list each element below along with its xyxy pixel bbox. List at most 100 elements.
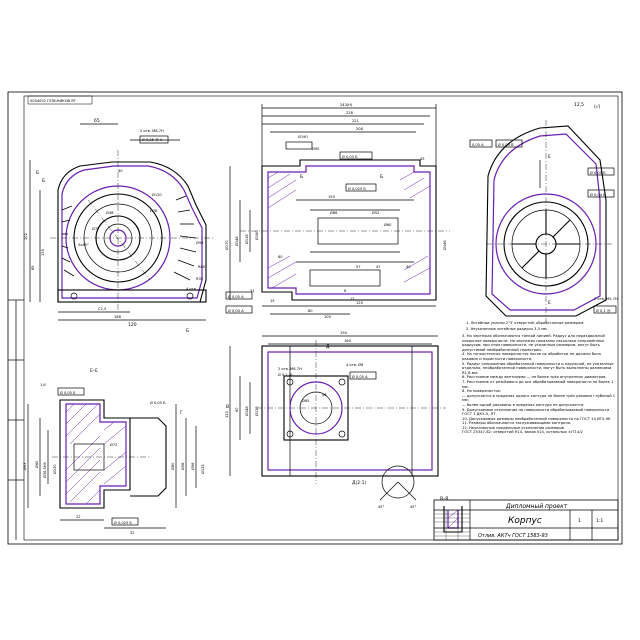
note-1: 1. Литейные уклоны 2°3′ отверстий, обраб… xyxy=(466,321,584,325)
side-dim-150: 150 xyxy=(328,195,336,199)
front-dim-d48: Ø48 xyxy=(106,210,114,215)
side-dim-d148: Ø148 xyxy=(234,236,239,246)
front-holes-note: 4 отв. xyxy=(186,287,197,291)
title-project-type: Дипломный проект xyxy=(505,503,568,510)
bottom-dim-d130: Ø130 xyxy=(254,406,259,416)
ee-dim-d36: Ø36,5Н9 xyxy=(42,461,47,478)
front-label-b: Б xyxy=(36,170,39,176)
bottom-tol-1: Ø 0,05 А xyxy=(352,374,368,379)
front-dim-85: 85 xyxy=(31,265,35,270)
front-dim-65: 65 xyxy=(94,118,100,124)
front-thread-note: 2 отв. М8-7Н xyxy=(140,129,164,133)
side-dim-80: 80 xyxy=(308,309,313,313)
section-ee-title: Е–Е xyxy=(90,368,98,374)
note-5: 5. Радиус сопряжения обработанной поверх… xyxy=(462,361,614,375)
side-dim-40: 40 xyxy=(406,265,411,269)
bottom-angle-1: 45° xyxy=(378,505,385,509)
note-10: 10. Допускаемые размеры необработанной п… xyxy=(462,416,612,421)
right-tol-1: Ø 0,03 В xyxy=(498,142,514,147)
note-3: 3. На чертежах обозначаются тонкой линие… xyxy=(462,334,605,352)
ee-dim-d125: Ø125 xyxy=(200,464,205,474)
side-dim-d170: Ø170 xyxy=(224,240,229,250)
side-dim-100: 100 xyxy=(324,315,332,319)
front-dim-135: 135 xyxy=(41,249,45,256)
view-label-d: Д xyxy=(326,344,330,350)
bottom-dim-d65: Ø65 xyxy=(302,398,309,403)
bottom-angle-2: 45° xyxy=(410,505,417,509)
note-8: 8. На поверхностях: xyxy=(462,389,502,394)
side-tol-4: Ø 0,04 А xyxy=(228,308,244,313)
side-section-view: 243(H) 228 221 208 Ø190 Ø90 Ø170 Ø148 Ø1… xyxy=(224,103,493,319)
front-dim-c2-5: С2,5 xyxy=(98,307,106,311)
side-dim-d90: Ø90 xyxy=(312,146,320,151)
note-7: 7. Расстояние от резьбового до оси обраб… xyxy=(462,379,614,389)
front-view: 65 2 отв. М8-7Н Ø 0,25 Ⓜ А Б 85 102 Ø48 … xyxy=(24,118,214,328)
side-dim-47: 47 xyxy=(376,265,381,269)
right-thread-note: 2 отв. М5-7Н xyxy=(594,297,618,301)
front-dim-d120: Ø120 xyxy=(152,192,162,197)
side-tol-3: Ø 0,05 А xyxy=(228,294,244,299)
ee-roughness: 1,6 xyxy=(40,383,46,387)
side-dim-6: 6 xyxy=(344,289,347,293)
top-stamp-box xyxy=(27,95,93,105)
front-tol-frame: Ø 0,25 Ⓜ А xyxy=(142,137,163,142)
side-dim-12: 12 xyxy=(350,297,355,301)
side-dim-221: 221 xyxy=(352,119,359,123)
front-dim-102: 102 xyxy=(24,233,28,240)
front-chamfer: 5x45° xyxy=(78,243,89,247)
ee-dim-d98-b: Ø98 xyxy=(190,462,195,470)
bottom-holes-note: 4 отв. Ø8 xyxy=(346,362,364,367)
right-roughness-sym: (√) xyxy=(594,104,601,110)
view-label-b-bottom: Б xyxy=(186,328,189,334)
title-scale: 1:1 xyxy=(596,518,603,524)
view-label-v: В xyxy=(226,404,229,410)
note-6: 6. Расстояние между вентилями — не более… xyxy=(462,375,607,380)
bottom-view: 190 160 4 отв. Ø8 120 60 Ø 0,05 А 45 Ø65… xyxy=(225,331,446,509)
side-tol-5: 0,05 А xyxy=(472,143,484,147)
side-tol-1: Ø 0,03 Б xyxy=(342,154,358,159)
note-12: 12. Неуказанные предельные отклонения ра… xyxy=(462,425,565,430)
front-dim-d72: Ø72 xyxy=(92,226,99,231)
ee-dim-d130: Ø130 xyxy=(52,464,57,474)
side-dim-57: 57 xyxy=(356,265,361,269)
ee-dim-d60: Ø60 xyxy=(34,460,39,468)
title-part-name: Корпус xyxy=(508,516,542,526)
view-label-b-left: Б xyxy=(42,178,45,184)
title-block: Дипломный проект Корпус Отлив. АК7ч ГОСТ… xyxy=(433,499,619,541)
ee-dim-d63: Ø63 xyxy=(22,463,27,470)
ee-tol-2: Ø 0,025 Б xyxy=(114,520,132,525)
front-dim-188: 188 xyxy=(114,315,122,319)
right-tol-4: Ø 0,1 Ⓜ xyxy=(596,308,611,313)
technical-notes: 1. Литейные уклоны 2°3′ отверстий, обраб… xyxy=(462,321,615,435)
view-label-d-scale: Д(2:1) xyxy=(352,480,367,486)
side-dim-45: 45 xyxy=(420,157,425,161)
side-dim-d146: Ø146 xyxy=(442,240,447,250)
side-label-b1: Б xyxy=(300,174,303,180)
bottom-dim-190: 190 xyxy=(340,331,348,335)
side-dim-31: 31 xyxy=(250,289,255,293)
section-bb-title: В–В xyxy=(440,496,448,502)
ee-tol-1: Ø 0,05 Б xyxy=(60,390,76,395)
title-material: Отлив. АК7ч ГОСТ 1583-93 xyxy=(478,533,548,539)
right-tol-2: Ø 0,03 Б xyxy=(590,170,606,175)
side-dim-d118: Ø118 xyxy=(244,234,249,244)
right-label-e-bottom: Е xyxy=(548,300,551,306)
ee-dim-22: 22 xyxy=(76,515,81,519)
side-dim-228: 228 xyxy=(346,111,354,115)
ee-dim-d72: Ø72 xyxy=(110,442,117,447)
front-dim-120: 120 xyxy=(128,322,137,328)
view-label-g: Г xyxy=(180,410,183,416)
bottom-dim-45: 45 xyxy=(322,393,327,397)
front-dim-d78: Ø78 xyxy=(150,208,158,213)
note-13: ГОСТ 25347-82: отверстий Н14, валов h14,… xyxy=(462,430,583,435)
side-label-b2: Б xyxy=(380,174,383,180)
side-dim-d190: Ø190 xyxy=(298,134,308,139)
side-dim-d160: Ø160 xyxy=(254,230,259,240)
bottom-dim-d148: Ø148 xyxy=(244,406,249,416)
right-roughness: 12,5 xyxy=(574,102,584,108)
title-sheet: 1 xyxy=(578,518,581,524)
ee-dim-32: 32 xyxy=(130,531,135,535)
side-dim-d86: Ø86 xyxy=(330,210,338,215)
right-view: 12,5 (√) Ø 0,03 В Е Ø 0,03 Б Ø 0,04 Б Е … xyxy=(485,102,618,322)
right-tol-3: Ø 0,04 Б xyxy=(590,192,606,197)
